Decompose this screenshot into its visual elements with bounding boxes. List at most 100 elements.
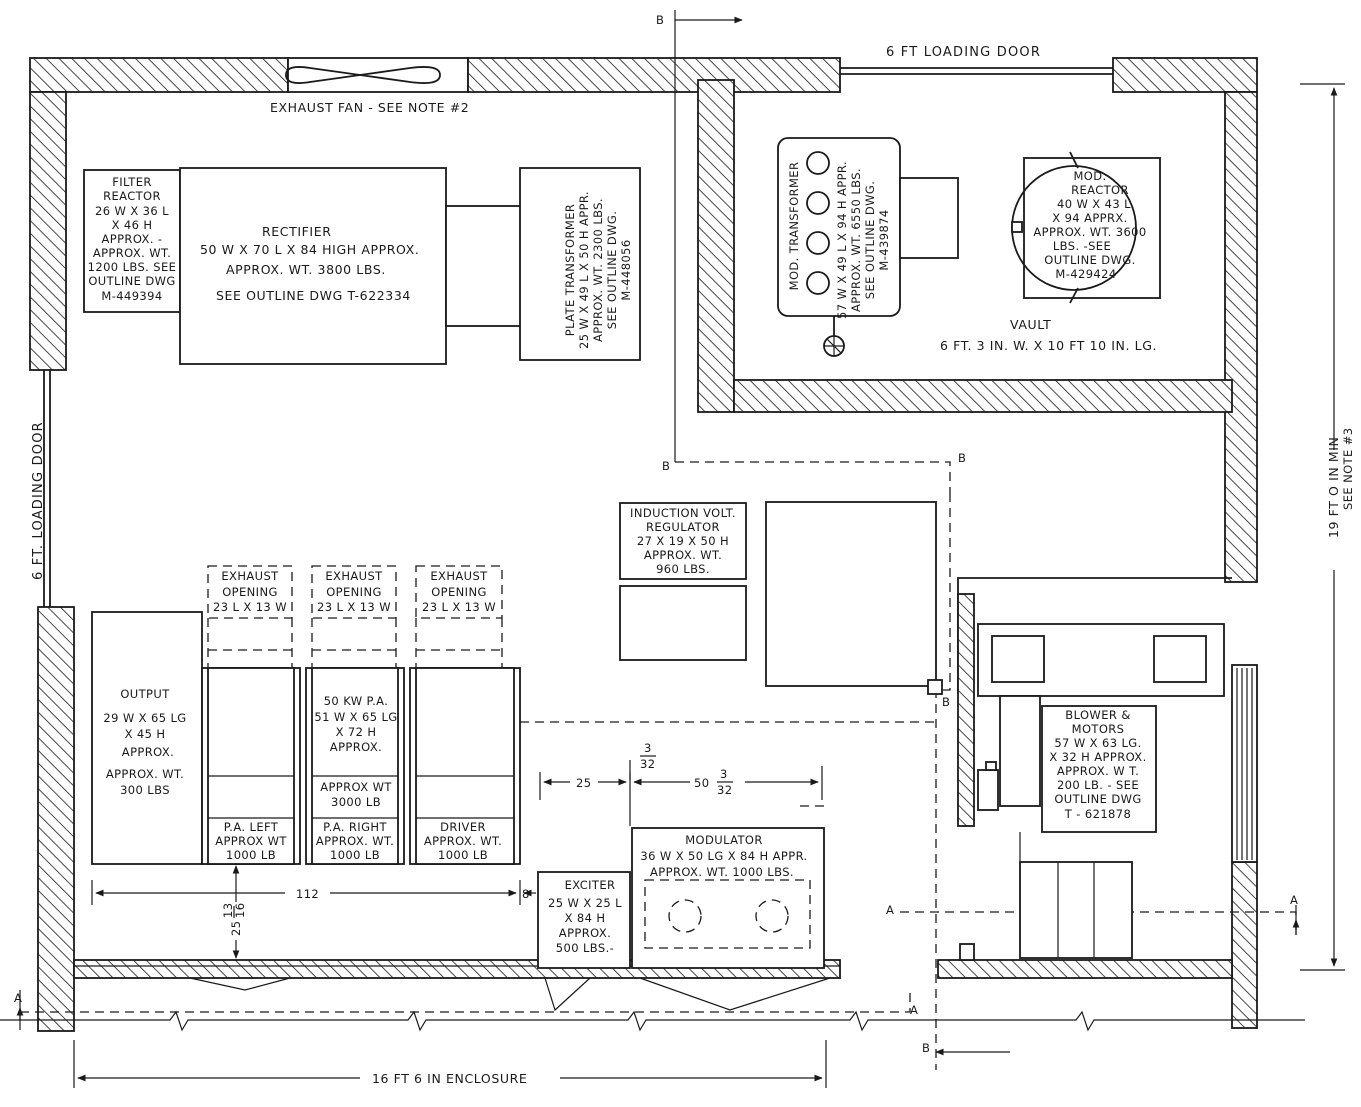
- pa-left-label: P.A. LEFT APPROX WT 1000 LB: [215, 820, 287, 862]
- svg-text:57 W X 49 L X 94 H APPR.: 57 W X 49 L X 94 H APPR.: [835, 161, 849, 319]
- svg-text:26 W X 36 L: 26 W X 36 L: [95, 204, 169, 218]
- svg-text:OUTLINE DWG: OUTLINE DWG: [88, 274, 175, 288]
- svg-text:B: B: [958, 451, 966, 465]
- mod-transformer-label: MOD. TRANSFORMER 57 W X 49 L X 94 H APPR…: [787, 161, 891, 319]
- vault-dimension-label: 6 FT. 3 IN. W. X 10 FT 10 IN. LG.: [940, 338, 1157, 353]
- svg-text:A: A: [910, 1003, 918, 1017]
- break-line: [0, 1010, 1305, 1032]
- svg-text:B: B: [662, 459, 670, 473]
- svg-text:APPROX. WT. 1000 LBS.: APPROX. WT. 1000 LBS.: [650, 865, 794, 879]
- svg-text:APPROX WT: APPROX WT: [320, 780, 392, 794]
- svg-text:MODULATOR: MODULATOR: [685, 833, 763, 847]
- svg-text:APPROX. WT. 6550 LBS.: APPROX. WT. 6550 LBS.: [849, 168, 863, 312]
- vault-label: VAULT: [1010, 317, 1051, 332]
- svg-text:REACTOR: REACTOR: [103, 189, 161, 203]
- svg-text:M-429424: M-429424: [1055, 267, 1116, 281]
- rectifier-box: [179, 167, 447, 365]
- svg-text:25: 25: [229, 921, 243, 936]
- svg-text:51 W X 65 LG: 51 W X 65 LG: [314, 710, 397, 724]
- svg-text:1000 LB: 1000 LB: [330, 848, 380, 862]
- section-lines: [16, 10, 1300, 1070]
- svg-text:A: A: [1290, 893, 1298, 907]
- svg-text:OUTLINE DWG: OUTLINE DWG: [1054, 792, 1141, 806]
- modulator-box: [631, 827, 825, 969]
- exciter-label: EXCITER 25 W X 25 L X 84 H APPROX. 500 L…: [548, 878, 622, 955]
- svg-text:SEE OUTLINE DWG T-622334: SEE OUTLINE DWG T-622334: [216, 288, 411, 303]
- svg-text:REGULATOR: REGULATOR: [646, 520, 720, 534]
- svg-text:M-449394: M-449394: [101, 289, 162, 303]
- svg-text:MOD.: MOD.: [1073, 169, 1106, 183]
- svg-text:APPROX. W T.: APPROX. W T.: [1057, 764, 1139, 778]
- svg-text:INDUCTION VOLT.: INDUCTION VOLT.: [630, 506, 736, 520]
- right-louver: [1236, 668, 1253, 860]
- svg-text:APPROX. WT.: APPROX. WT.: [106, 767, 184, 781]
- svg-text:16: 16: [233, 903, 247, 918]
- svg-text:3: 3: [720, 767, 728, 781]
- svg-text:23 L X 13 W: 23 L X 13 W: [317, 600, 391, 614]
- svg-text:200 LB. - SEE: 200 LB. - SEE: [1057, 778, 1139, 792]
- svg-text:13: 13: [221, 903, 235, 918]
- svg-text:OPENING: OPENING: [431, 585, 487, 599]
- svg-text:APPROX. WT. 2300 LBS.: APPROX. WT. 2300 LBS.: [591, 198, 605, 342]
- output-label: OUTPUT 29 W X 65 LG X 45 H APPROX. APPRO…: [103, 687, 186, 797]
- front-doors: [189, 977, 831, 1012]
- exhaust-fan-icon: [285, 66, 441, 84]
- plate-transformer-label: PLATE TRANSFORMER 25 W X 49 L X 50 H APP…: [563, 191, 633, 349]
- pa-50kw-label: 50 KW P.A. 51 W X 65 LG X 72 H APPROX. A…: [314, 694, 397, 809]
- svg-text:OUTLINE DWG.: OUTLINE DWG.: [1044, 253, 1135, 267]
- svg-text:500 LBS.-: 500 LBS.-: [556, 941, 614, 955]
- svg-text:APPROX. -: APPROX. -: [102, 232, 163, 246]
- svg-text:SEE OUTLINE DWG.: SEE OUTLINE DWG.: [863, 181, 877, 300]
- mod-transformer-terminal: [899, 177, 959, 259]
- left-loading-door: [43, 370, 51, 607]
- driver-label: DRIVER APPROX. WT. 1000 LB: [424, 820, 502, 862]
- svg-text:50 KW P.A.: 50 KW P.A.: [324, 694, 389, 708]
- svg-text:32: 32: [717, 783, 732, 797]
- svg-text:DRIVER: DRIVER: [440, 820, 486, 834]
- see-note-3-label: SEE NOTE #3: [1341, 428, 1355, 510]
- blower-label: BLOWER & MOTORS 57 W X 63 LG. X 32 H APP…: [1049, 708, 1146, 821]
- exhaust-openings: [207, 565, 503, 668]
- dim-8-label: 8: [522, 887, 530, 901]
- svg-text:25 W X 49 L X 50 H APPR.: 25 W X 49 L X 50 H APPR.: [577, 191, 591, 349]
- svg-text:X 84 H: X 84 H: [565, 911, 606, 925]
- svg-text:APPROX.: APPROX.: [330, 740, 382, 754]
- svg-text:X 32 H APPROX.: X 32 H APPROX.: [1049, 750, 1146, 764]
- large-cabinet-box: [765, 501, 937, 687]
- svg-text:PLATE TRANSFORMER: PLATE TRANSFORMER: [563, 204, 577, 336]
- dim-25-13-16-label: 25 13 16: [221, 903, 247, 936]
- min-height-label: 19 FT O IN MIN: [1326, 436, 1341, 538]
- svg-text:BLOWER &: BLOWER &: [1065, 708, 1130, 722]
- svg-text:B: B: [656, 13, 664, 27]
- svg-text:1200 LBS. SEE: 1200 LBS. SEE: [88, 260, 177, 274]
- svg-text:LBS. -SEE: LBS. -SEE: [1053, 239, 1111, 253]
- svg-text:APPROX. WT.: APPROX. WT.: [316, 834, 394, 848]
- svg-text:50 W X 70 L X 84 HIGH APPROX.: 50 W X 70 L X 84 HIGH APPROX.: [200, 242, 419, 257]
- svg-text:APPROX. WT. 3600: APPROX. WT. 3600: [1033, 225, 1146, 239]
- exhaust-opening-labels: EXHAUST OPENING 23 L X 13 W EXHAUST OPEN…: [213, 569, 496, 614]
- svg-text:X 94 APPRX.: X 94 APPRX.: [1052, 211, 1127, 225]
- svg-text:A: A: [14, 991, 22, 1005]
- svg-text:29 W X 65 LG: 29 W X 65 LG: [103, 711, 186, 725]
- svg-text:57 W X 63 LG.: 57 W X 63 LG.: [1054, 736, 1141, 750]
- svg-text:MOD. TRANSFORMER: MOD. TRANSFORMER: [787, 162, 801, 291]
- svg-text:27 X 19 X 50 H: 27 X 19 X 50 H: [637, 534, 729, 548]
- pa-right-label: P.A. RIGHT APPROX. WT. 1000 LB: [316, 820, 394, 862]
- svg-text:3000 LB: 3000 LB: [331, 795, 381, 809]
- svg-text:APPROX. WT. 3800 LBS.: APPROX. WT. 3800 LBS.: [226, 262, 386, 277]
- top-loading-door-label: 6 FT LOADING DOOR: [886, 45, 1041, 60]
- svg-text:P.A. LEFT: P.A. LEFT: [224, 820, 279, 834]
- svg-text:APPROX. WT.: APPROX. WT.: [424, 834, 502, 848]
- svg-text:1000 LB: 1000 LB: [438, 848, 488, 862]
- plate-transformer-box: [519, 167, 641, 361]
- svg-text:T - 621878: T - 621878: [1064, 807, 1131, 821]
- svg-text:EXHAUST: EXHAUST: [325, 569, 383, 583]
- svg-text:1000 LB: 1000 LB: [226, 848, 276, 862]
- svg-text:23 L X 13 W: 23 L X 13 W: [422, 600, 496, 614]
- svg-text:40 W X 43 L.: 40 W X 43 L.: [1057, 197, 1135, 211]
- dim-25-label: 25: [576, 776, 591, 790]
- filter-reactor-label: FILTER REACTOR 26 W X 36 L X 46 H APPROX…: [88, 175, 177, 303]
- svg-text:M-448056: M-448056: [619, 239, 633, 300]
- svg-text:EXCITER: EXCITER: [565, 878, 616, 892]
- top-loading-door: [840, 67, 1113, 75]
